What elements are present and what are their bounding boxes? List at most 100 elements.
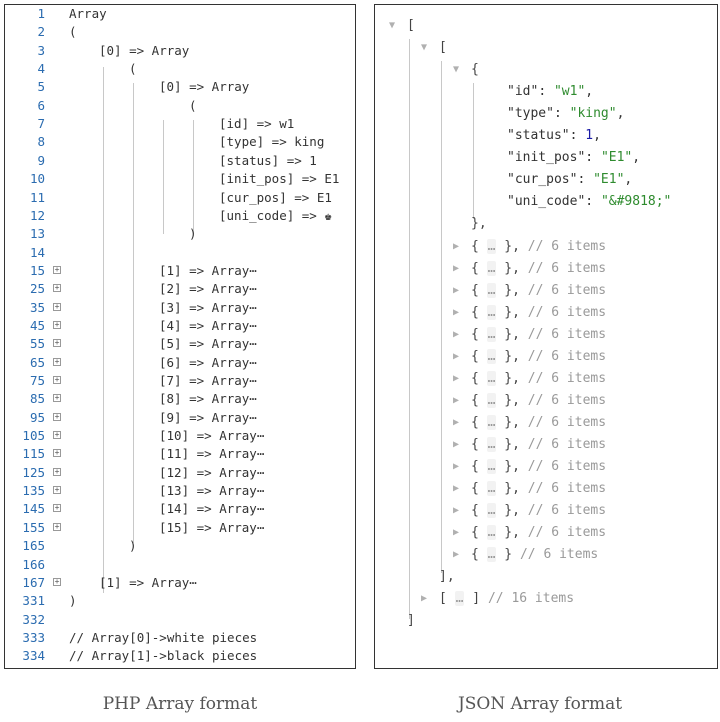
line-number: 333 bbox=[22, 629, 45, 645]
collapsed-object-item[interactable]: ▶{ … }, // 6 items bbox=[375, 522, 715, 544]
brace-close: } bbox=[496, 326, 513, 342]
collapse-arrow-icon[interactable]: ▶ bbox=[453, 240, 460, 252]
brace-close: } bbox=[496, 481, 513, 497]
field-comma: , bbox=[616, 106, 625, 122]
ellipsis: … bbox=[486, 392, 497, 408]
collapsed-array-line[interactable]: [4] => Array⋯ bbox=[159, 317, 257, 333]
collapsed-array-item[interactable]: ▶[ … ] // 16 items bbox=[375, 588, 715, 610]
expand-arrow-icon[interactable]: ▼ bbox=[389, 20, 396, 31]
code-text: [type] => king bbox=[219, 134, 325, 150]
collapse-arrow-icon[interactable]: ▶ bbox=[453, 505, 460, 517]
line-number: 2 bbox=[37, 24, 45, 40]
collapsed-object-item[interactable]: ▶{ … }, // 6 items bbox=[375, 324, 715, 346]
collapse-arrow-icon[interactable]: ▶ bbox=[453, 328, 460, 340]
field-colon: : bbox=[538, 84, 554, 100]
line-number: 5 bbox=[37, 79, 45, 95]
indent-guide bbox=[133, 83, 134, 543]
collapsed-object-item[interactable]: ▶{ … }, // 6 items bbox=[375, 456, 715, 478]
indent-guide bbox=[163, 120, 164, 234]
collapse-arrow-icon[interactable]: ▶ bbox=[453, 284, 460, 296]
collapse-arrow-icon[interactable]: ▶ bbox=[453, 549, 460, 561]
collapse-arrow-icon[interactable]: ▶ bbox=[421, 593, 428, 605]
json-root-open[interactable]: ▼[ bbox=[375, 15, 715, 37]
ellipsis: … bbox=[486, 238, 497, 254]
json-tree-panel[interactable]: ▼[▼[▼{"id": "w1","type": "king","status"… bbox=[374, 4, 718, 669]
collapsed-object-item[interactable]: ▶{ … }, // 6 items bbox=[375, 500, 715, 522]
collapse-arrow-icon[interactable]: ▶ bbox=[453, 394, 460, 406]
bracket-close: ] bbox=[464, 591, 488, 607]
fold-expand-icon[interactable]: + bbox=[53, 430, 61, 440]
collapse-arrow-icon[interactable]: ▶ bbox=[453, 461, 460, 472]
collapsed-array-line[interactable]: [1] => Array⋯ bbox=[159, 262, 257, 278]
collapsed-object-item[interactable]: ▶{ … }, // 6 items bbox=[375, 280, 715, 302]
collapsed-object-item[interactable]: ▶{ … }, // 6 items bbox=[375, 390, 715, 412]
collapse-arrow-icon[interactable]: ▶ bbox=[453, 483, 460, 495]
fold-expand-icon[interactable]: + bbox=[53, 576, 61, 586]
collapsed-array-line[interactable]: [5] => Array⋯ bbox=[159, 336, 257, 352]
code-text: ( bbox=[69, 24, 77, 40]
code-line: 334// Array[1]->black pieces bbox=[5, 647, 355, 665]
collapsed-array-line[interactable]: [15] => Array⋯ bbox=[159, 519, 265, 535]
collapsed-array-line[interactable]: [14] => Array⋯ bbox=[159, 501, 265, 517]
collapse-arrow-icon[interactable]: ▶ bbox=[453, 306, 460, 318]
collapsed-array-line[interactable]: [2] => Array⋯ bbox=[159, 281, 257, 297]
collapsed-object-item[interactable]: ▶{ … }, // 6 items bbox=[375, 412, 715, 434]
code-line: 6( bbox=[5, 97, 355, 115]
collapsed-array-line[interactable]: [10] => Array⋯ bbox=[159, 428, 265, 444]
line-number: 6 bbox=[37, 97, 45, 113]
fold-expand-icon[interactable]: + bbox=[53, 393, 61, 403]
fold-expand-icon[interactable]: + bbox=[53, 521, 61, 531]
fold-expand-icon[interactable]: + bbox=[53, 319, 61, 329]
collapsed-array-line[interactable]: [3] => Array⋯ bbox=[159, 299, 257, 315]
collapsed-array-line[interactable]: [6] => Array⋯ bbox=[159, 354, 257, 370]
expand-arrow-icon[interactable]: ▼ bbox=[421, 42, 428, 54]
code-line: 55+[5] => Array⋯ bbox=[5, 335, 355, 353]
fold-expand-icon[interactable]: + bbox=[53, 375, 61, 384]
collapsed-object-item[interactable]: ▶{ … }, // 6 items bbox=[375, 258, 715, 280]
collapse-arrow-icon[interactable]: ▶ bbox=[453, 438, 460, 450]
collapsed-object-item[interactable]: ▶{ … }, // 6 items bbox=[375, 346, 715, 368]
expand-arrow-icon[interactable]: ▼ bbox=[453, 64, 460, 76]
fold-expand-icon[interactable]: + bbox=[53, 411, 61, 421]
code-text: [cur_pos] => E1 bbox=[219, 189, 332, 205]
collapsed-array-line[interactable]: [11] => Array⋯ bbox=[159, 446, 265, 462]
ellipsis: … bbox=[486, 414, 497, 430]
spacer bbox=[520, 305, 528, 320]
collapse-arrow-icon[interactable]: ▶ bbox=[453, 527, 460, 539]
field-colon: : bbox=[577, 172, 594, 188]
line-number: 3 bbox=[37, 42, 45, 58]
collapse-arrow-icon[interactable]: ▶ bbox=[453, 372, 460, 384]
json-object-open[interactable]: ▼{ bbox=[375, 59, 715, 81]
code-text: ( bbox=[189, 97, 197, 113]
code-text: [0] => Array bbox=[99, 42, 190, 58]
collapse-arrow-icon[interactable]: ▶ bbox=[453, 416, 460, 428]
collapsed-array-line[interactable]: [1] => Array⋯ bbox=[99, 574, 197, 590]
fold-expand-icon[interactable]: + bbox=[53, 283, 61, 293]
collapsed-object-item[interactable]: ▶{ … }, // 6 items bbox=[375, 302, 715, 324]
collapse-arrow-icon[interactable]: ▶ bbox=[453, 350, 460, 362]
collapsed-object-item[interactable]: ▶{ … }, // 6 items bbox=[375, 434, 715, 456]
collapsed-array-line[interactable]: [7] => Array⋯ bbox=[159, 373, 257, 388]
fold-expand-icon[interactable]: + bbox=[53, 264, 61, 274]
collapsed-object-item[interactable]: ▶{ … }, // 6 items bbox=[375, 236, 715, 258]
collapsed-object-item[interactable]: ▶{ … }, // 6 items bbox=[375, 478, 715, 500]
spacer bbox=[520, 481, 528, 496]
fold-expand-icon[interactable]: + bbox=[53, 356, 61, 366]
json-inner-open[interactable]: ▼[ bbox=[375, 37, 715, 59]
collapsed-array-line[interactable]: [9] => Array⋯ bbox=[159, 409, 257, 425]
fold-expand-icon[interactable]: + bbox=[53, 466, 61, 476]
fold-expand-icon[interactable]: + bbox=[53, 301, 61, 311]
code-text: ) bbox=[69, 593, 77, 609]
brace-open: { bbox=[471, 326, 487, 342]
fold-expand-icon[interactable]: + bbox=[53, 338, 61, 348]
fold-expand-icon[interactable]: + bbox=[53, 503, 61, 513]
collapse-arrow-icon[interactable]: ▶ bbox=[453, 262, 460, 274]
collapsed-object-item[interactable]: ▶{ … }, // 6 items bbox=[375, 368, 715, 390]
collapsed-array-line[interactable]: [12] => Array⋯ bbox=[159, 464, 265, 480]
fold-expand-icon[interactable]: + bbox=[53, 485, 61, 495]
fold-expand-icon[interactable]: + bbox=[53, 448, 61, 458]
collapsed-array-line[interactable]: [8] => Array⋯ bbox=[159, 391, 257, 407]
collapsed-object-item[interactable]: ▶{ … } // 6 items bbox=[375, 544, 715, 566]
collapsed-array-line[interactable]: [13] => Array⋯ bbox=[159, 483, 265, 499]
